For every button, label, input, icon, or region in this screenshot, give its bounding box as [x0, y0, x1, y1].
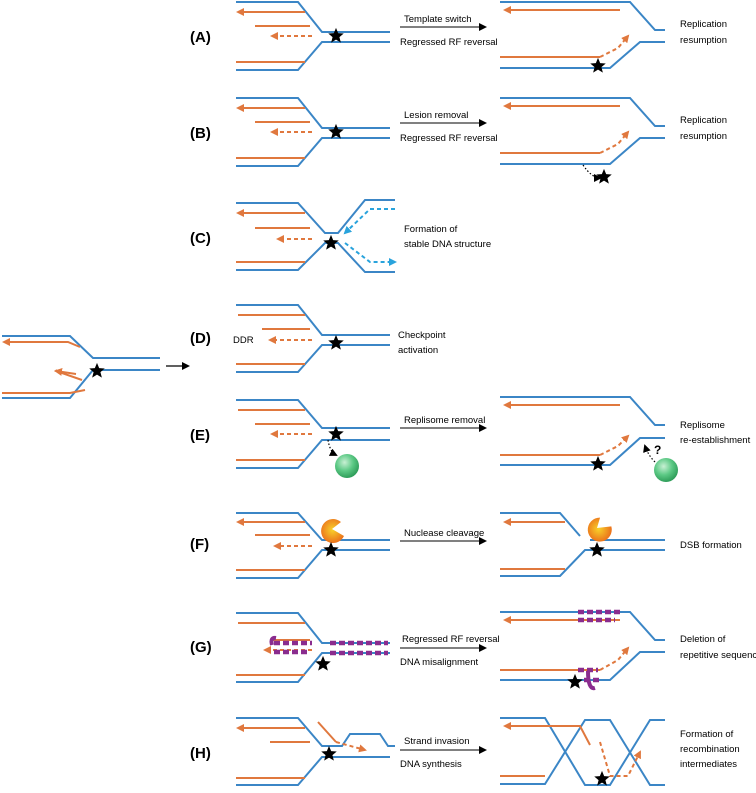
- outcome-line-2: resumption: [680, 35, 727, 46]
- arrow-label-top: Template switch: [404, 14, 472, 25]
- lesion-star-icon: [321, 745, 337, 761]
- pacman-nuclease-icon: [587, 517, 612, 542]
- outcome-line-2: resumption: [680, 131, 727, 142]
- ddr-label: DDR: [233, 335, 254, 346]
- outcome-line-1: Replisome: [680, 420, 725, 431]
- outcome-line-2: re-establishment: [680, 435, 751, 446]
- outcome-line-1: Checkpoint: [398, 330, 446, 341]
- panel-h-label: (H): [190, 745, 211, 762]
- arrow-label-top: Regressed RF reversal: [402, 634, 500, 645]
- lesion-star-icon: [589, 541, 605, 557]
- green-sphere-icon: [335, 454, 359, 478]
- outcome-line-1: Deletion of: [680, 634, 726, 645]
- panel-e-label: (E): [190, 427, 210, 444]
- outcome-line-2: repetitive sequences: [680, 650, 756, 661]
- lesion-star-icon: [89, 362, 105, 378]
- initial-stalled-fork: [2, 335, 190, 399]
- outcome-line-1: Formation of: [680, 729, 734, 740]
- panel-d: (D) DDR Checkpoint activation: [190, 304, 446, 373]
- lesion-star-icon: [567, 673, 583, 689]
- arrow-label-top: Lesion removal: [404, 110, 468, 121]
- outcome-line-1: Replication: [680, 115, 727, 126]
- panel-f-label: (F): [190, 536, 209, 553]
- panel-a: (A) Template switch Regressed RF reversa…: [190, 1, 727, 73]
- lesion-star-icon: [590, 455, 606, 471]
- lesion-star-icon: [328, 334, 344, 350]
- panel-h: (H) Strand invasion DNA synthesis Format…: [190, 717, 740, 786]
- question-mark: ?: [654, 443, 661, 457]
- panel-d-label: (D): [190, 330, 211, 347]
- panel-e: (E) Replisome removal ? Replisome re-est…: [190, 396, 751, 482]
- outcome-line-2: activation: [398, 345, 438, 356]
- arrow-label-top: Strand invasion: [404, 736, 469, 747]
- green-sphere-icon: [654, 458, 678, 482]
- outcome-line-1: Replication: [680, 19, 727, 30]
- arrow-label-bottom: DNA synthesis: [400, 759, 462, 770]
- panel-c-label: (C): [190, 230, 211, 247]
- arrow-label-top: Replisome removal: [404, 415, 485, 426]
- pacman-nuclease-icon: [321, 519, 344, 544]
- arrow-label-bottom: Regressed RF reversal: [400, 133, 498, 144]
- panel-a-label: (A): [190, 29, 211, 46]
- lesion-star-icon: [323, 234, 339, 250]
- panel-f: (F) Nuclease cleavage DSB formation: [190, 512, 742, 579]
- outcome-line-1: DSB formation: [680, 540, 742, 551]
- lesion-star-icon: [596, 168, 612, 184]
- panel-g-label: (G): [190, 639, 212, 656]
- outcome-line-1: Formation of: [404, 224, 458, 235]
- panel-b-label: (B): [190, 125, 211, 142]
- lesion-star-icon: [323, 541, 339, 557]
- arrow-label-bottom: DNA misalignment: [400, 657, 478, 668]
- lesion-star-icon: [594, 770, 610, 786]
- arrow-label-bottom: Regressed RF reversal: [400, 37, 498, 48]
- lesion-star-icon: [590, 57, 606, 73]
- lesion-star-icon: [328, 27, 344, 43]
- panel-b: (B) Lesion removal Regressed RF reversal…: [190, 97, 727, 184]
- lesion-star-icon: [328, 123, 344, 139]
- panel-c: (C) Formation of stable DNA structure: [190, 199, 491, 273]
- panel-g: (G) Regressed RF reversal DNA misalignme…: [190, 609, 756, 691]
- outcome-line-3: intermediates: [680, 759, 737, 770]
- arrow-label-top: Nuclease cleavage: [404, 528, 484, 539]
- outcome-line-2: stable DNA structure: [404, 239, 491, 250]
- outcome-line-2: recombination: [680, 744, 740, 755]
